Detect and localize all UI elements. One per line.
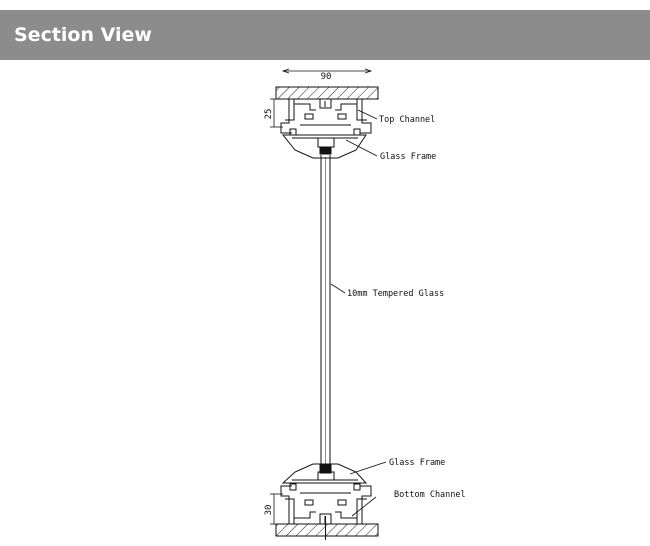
top-height-label: 25 [264, 109, 274, 120]
width-dimension-label: 90 [321, 72, 332, 82]
top-channel-label: Top Channel [379, 115, 435, 125]
leader-lines [330, 109, 387, 517]
tempered-glass-panel [320, 155, 331, 468]
bottom-glass-frame-label: Glass Frame [389, 458, 445, 468]
top-glass-frame [281, 134, 367, 159]
top-channel [280, 98, 372, 136]
top-glass-frame-label: Glass Frame [380, 152, 436, 162]
bottom-glass-frame [281, 463, 368, 484]
glass-label: 10mm Tempered Glass [347, 289, 444, 299]
ceiling-slab [275, 86, 379, 100]
bottom-channel-label: Bottom Channel [394, 490, 466, 500]
bottom-height-label: 30 [264, 505, 274, 516]
bottom-height-dimension [270, 493, 283, 525]
floor-slab [275, 523, 379, 537]
section-title: Section View [14, 24, 152, 46]
width-dimension [281, 68, 373, 74]
section-header-bar [0, 10, 650, 60]
